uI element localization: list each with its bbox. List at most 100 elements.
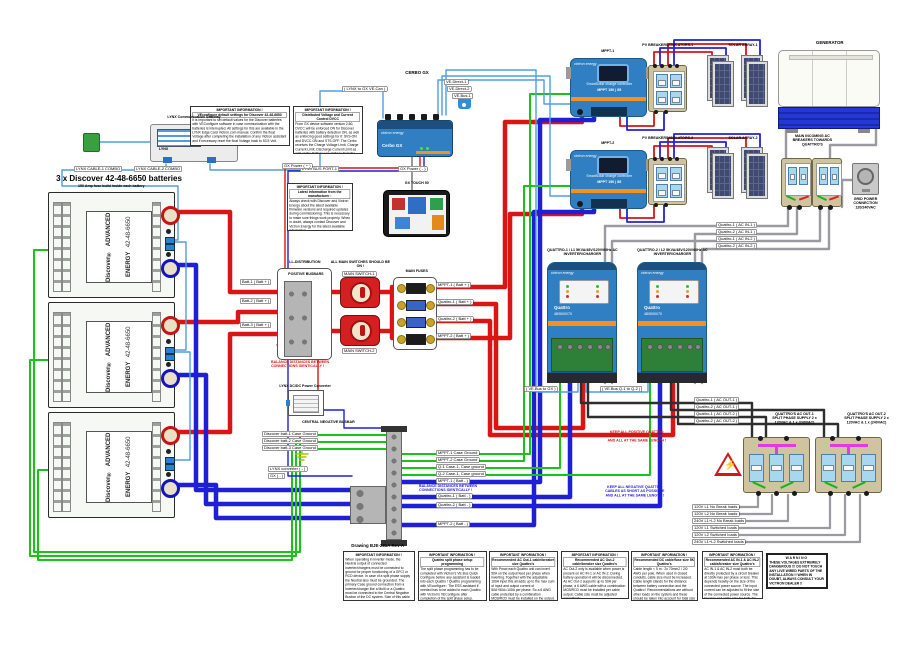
ground-wire [752,481,766,489]
cable-gland [756,491,761,496]
terminal-bolt [687,344,693,350]
terminal-bolt [597,344,603,350]
wire-label: Quattro-2 ( Batt - ) [436,502,473,509]
output-breaker [841,454,856,482]
info-box-dc-cables: IMPORTANT INFORMATION !Recommended DC ca… [631,551,698,601]
cable-gland [864,491,869,496]
phase-busbar-stem [847,447,850,454]
lynx-edge-card [83,133,100,152]
ac-out-box-1 [743,436,810,496]
lynx-dcdc-converter [286,390,324,416]
generator-foot [786,129,798,133]
generator-seam [846,51,847,106]
keep-short-note-negative: KEEP ALL NEGATIVE QUATTRO CABLES AS SHOR… [605,485,665,498]
terminal-bolt [667,344,673,350]
wire-label: Discover batt-1 Case Ground [262,431,318,438]
battery-positive-terminal [161,316,180,335]
battery-vent [53,422,62,512]
phase-busbar [830,444,868,447]
mppt-terminals [591,107,627,116]
wire-label: Discover batt-3 Case Ground [262,445,318,452]
quattro-model: 48/5000/70 [554,312,573,317]
cerbo-connector [397,114,403,120]
battery-negative-cables [166,262,355,521]
info-box-grounding: IMPORTANT INFORMATION !When operating in… [343,551,415,601]
wire-label: GX Power ( - ) [398,166,428,173]
wire-label: Batt-2 ( Batt + ) [240,298,272,305]
pv-breaker [656,167,668,181]
cable-gland [664,110,668,114]
pv-breaker [670,74,682,88]
cerbo-connector [409,114,415,120]
generator-label: GENERATOR [815,40,844,45]
battery-3: Discover® ADVANCED ENERGY 42-48-6650 [48,412,180,518]
output-breaker [861,454,876,482]
led [566,285,569,288]
ac-breaker [788,167,797,185]
inlet-socket [857,168,874,185]
mount-ear [566,159,571,171]
pv-breaker [656,184,668,198]
led [596,290,599,293]
wifi-dot [462,103,466,107]
pv-breaker [670,91,682,105]
quattro-housing: victron energy Quattro 48/5000/70 [547,262,617,373]
battery-model: 42-48-6650 [126,436,132,468]
wire-label: GX Power ( + ) [282,163,313,170]
busbar-end-cap [381,426,407,432]
wire-label: MPPT-2 ( Batt - ) [436,521,471,528]
quattro-1: victron energy Quattro 48/5000/70 [547,262,617,383]
cable-gland [653,157,657,161]
quattro-cable-tray [547,373,617,383]
positive-busbar-plate [284,281,312,357]
wire-label: Quattro-2 ( Batt + ) [436,316,474,323]
led [686,290,689,293]
quattro-housing: victron energy Quattro 48/5000/70 [637,262,707,373]
cable-gland [856,436,861,441]
ac-output-cables [579,381,840,439]
quattro-led-panel [559,280,609,304]
cable-gland [668,157,672,161]
gateway-screen-text: LYNX [159,147,169,152]
cerbo-connector [385,114,391,120]
led [656,290,659,293]
victron-logo-text: victron energy [574,154,597,159]
wire-label: ( VE.Bus Q-1 to Q-2 ) [600,386,643,393]
drawing-reference: Drawing BJE-281A Rev-A [351,543,405,548]
battery-model: 42-48-6650 [126,216,132,248]
pv-breaker [656,74,668,88]
mount-ear [566,67,571,79]
cable-gland [774,491,779,496]
battery-stud [166,472,171,477]
cable-gland [830,436,835,441]
negative-feed-cables [399,111,663,528]
wire-label: 120V L1 No Break loads [692,504,740,511]
wire-label: MAIN SWITCH-2 [342,348,377,355]
terminal-bolt [657,344,663,350]
battery-vent [152,422,161,512]
battery-vent [62,202,71,292]
victron-logo-text: victron energy [551,271,574,276]
mppt-model-2: MPPT 150 | 85 [597,180,622,185]
cerbo-name: Cerbo GX [382,143,403,148]
cable-gland [792,491,797,496]
mppt-1: victron energy SmartSolar charge control… [566,58,651,117]
generator-seam [812,51,813,106]
led [656,295,659,298]
cable-gland [664,203,668,207]
led [566,290,569,293]
dcdc-device [293,395,319,413]
wire-label: LYNX CABLE-2 COMBO [134,166,183,173]
quattro-2: victron energy Quattro 48/5000/70 [637,262,707,383]
phase-busbar [758,444,796,447]
ground-wire [852,481,866,489]
wire-label: Quattro-1 ( Batt - ) [436,493,473,500]
wire-label: Quattro-2 ( AC IN-2 ) [716,243,757,250]
cerbo-orange-stripe [416,151,450,154]
info-box-dvcc: IMPORTANT INFORMATION !Distributed Volta… [293,106,363,154]
electrical-hazard-icon: ⚡ [714,452,742,476]
cerbo-led [420,147,423,150]
battery-label-plate: Discover® ADVANCED ENERGY 42-48-6650 [86,211,152,283]
switch-note: ALL MAIN SWITCHES SHOULD BE ON ! [330,260,391,269]
wire-label: MPPT-2 Case Ground [436,457,480,464]
